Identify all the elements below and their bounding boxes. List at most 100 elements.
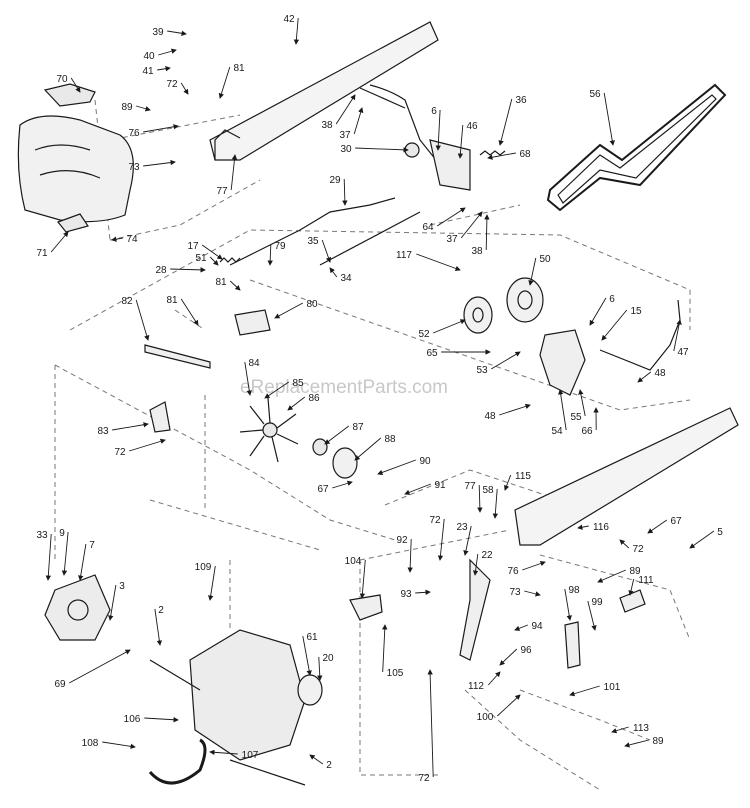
callout-label: 42 bbox=[283, 14, 295, 25]
leader-line bbox=[69, 650, 130, 683]
callout-89: 89 bbox=[598, 566, 641, 582]
callout-label: 53 bbox=[476, 365, 488, 376]
hood-bracket-part bbox=[45, 84, 95, 106]
callout-93: 93 bbox=[400, 589, 430, 600]
leader-line bbox=[524, 591, 540, 595]
callout-38: 38 bbox=[471, 215, 487, 257]
bracket-80-part bbox=[235, 310, 270, 335]
lower-frame-rail bbox=[515, 408, 738, 545]
callout-label: 79 bbox=[274, 241, 286, 252]
bushing-111-part bbox=[620, 590, 645, 612]
callout-label: 72 bbox=[632, 544, 644, 555]
callout-67: 67 bbox=[648, 516, 682, 533]
leader-line bbox=[220, 67, 230, 98]
callout-label: 61 bbox=[306, 632, 318, 643]
callout-label: 90 bbox=[419, 456, 431, 467]
leader-line bbox=[495, 489, 497, 518]
callout-label: 40 bbox=[143, 51, 155, 62]
callout-47: 47 bbox=[674, 320, 689, 358]
leader-line bbox=[136, 300, 148, 340]
callout-label: 91 bbox=[434, 480, 446, 491]
callout-label: 73 bbox=[509, 587, 521, 598]
callout-label: 101 bbox=[604, 682, 621, 693]
callout-label: 96 bbox=[520, 645, 532, 656]
callout-88: 88 bbox=[355, 434, 396, 460]
callout-116: 116 bbox=[578, 522, 609, 533]
leader-line bbox=[80, 544, 86, 580]
callout-label: 3 bbox=[119, 581, 125, 592]
transaxle-axle-right bbox=[230, 760, 305, 785]
bearing-87-part bbox=[313, 439, 327, 455]
callout-92: 92 bbox=[396, 535, 411, 572]
callout-label: 23 bbox=[456, 522, 468, 533]
callout-label: 46 bbox=[466, 121, 478, 132]
callout-label: 116 bbox=[593, 522, 609, 533]
leader-line bbox=[690, 531, 714, 548]
callout-label: 36 bbox=[515, 95, 527, 106]
callout-label: 72 bbox=[418, 773, 430, 784]
leader-line bbox=[437, 208, 465, 226]
callout-label: 56 bbox=[589, 89, 601, 100]
leader-line bbox=[322, 240, 330, 262]
callout-112: 112 bbox=[468, 672, 500, 692]
callout-2: 2 bbox=[155, 605, 164, 645]
callout-52: 52 bbox=[418, 320, 465, 340]
callout-label: 68 bbox=[519, 149, 531, 160]
leader-line bbox=[112, 424, 148, 430]
leader-line bbox=[638, 372, 651, 382]
callout-label: 73 bbox=[128, 162, 140, 173]
callout-label: 84 bbox=[248, 358, 260, 369]
callout-label: 98 bbox=[568, 585, 580, 596]
leader-line bbox=[433, 320, 465, 333]
callout-label: 38 bbox=[471, 246, 483, 257]
callout-36: 36 bbox=[500, 95, 527, 145]
callout-90: 90 bbox=[378, 456, 431, 474]
leader-line bbox=[230, 281, 240, 290]
leader-line bbox=[51, 232, 68, 252]
leader-line bbox=[270, 245, 271, 265]
leader-line bbox=[296, 18, 298, 44]
callout-48: 48 bbox=[638, 368, 666, 382]
leader-line bbox=[355, 438, 381, 460]
callout-label: 70 bbox=[56, 74, 68, 85]
watermark-text: eReplacementParts.com bbox=[240, 377, 448, 398]
dashed-guide-line bbox=[465, 690, 600, 790]
callout-label: 85 bbox=[292, 378, 304, 389]
callout-64: 64 bbox=[422, 208, 465, 233]
leader-line bbox=[488, 672, 500, 685]
callout-label: 65 bbox=[426, 348, 438, 359]
callout-72: 72 bbox=[166, 79, 188, 94]
callout-label: 66 bbox=[581, 426, 593, 437]
callout-label: 71 bbox=[36, 248, 48, 259]
leader-line bbox=[157, 68, 170, 70]
leader-line bbox=[136, 106, 150, 110]
leader-line bbox=[129, 440, 165, 451]
callout-label: 48 bbox=[484, 411, 496, 422]
leader-line bbox=[332, 482, 352, 488]
callout-label: 41 bbox=[142, 66, 154, 77]
leader-line bbox=[405, 484, 431, 494]
leader-line bbox=[578, 526, 589, 528]
callout-3: 3 bbox=[110, 581, 125, 620]
callout-label: 20 bbox=[322, 653, 334, 664]
leader-line bbox=[210, 257, 218, 265]
callout-label: 104 bbox=[345, 556, 362, 567]
idler-bracket-part bbox=[540, 330, 585, 395]
callout-67: 67 bbox=[317, 482, 352, 495]
leader-line bbox=[275, 303, 303, 318]
leader-line bbox=[170, 269, 205, 270]
callout-label: 94 bbox=[531, 621, 543, 632]
pulley-52-part bbox=[464, 297, 492, 333]
leader-line bbox=[378, 460, 416, 474]
leader-line bbox=[167, 31, 186, 34]
callout-81: 81 bbox=[215, 277, 240, 290]
drive-belt-part bbox=[548, 85, 725, 210]
callout-label: 93 bbox=[400, 589, 412, 600]
callout-label: 33 bbox=[36, 530, 48, 541]
leader-line bbox=[344, 179, 345, 205]
callout-28: 28 bbox=[155, 265, 205, 276]
callout-73: 73 bbox=[509, 587, 540, 598]
callout-42: 42 bbox=[283, 14, 298, 44]
pulley-88-part bbox=[333, 448, 357, 478]
